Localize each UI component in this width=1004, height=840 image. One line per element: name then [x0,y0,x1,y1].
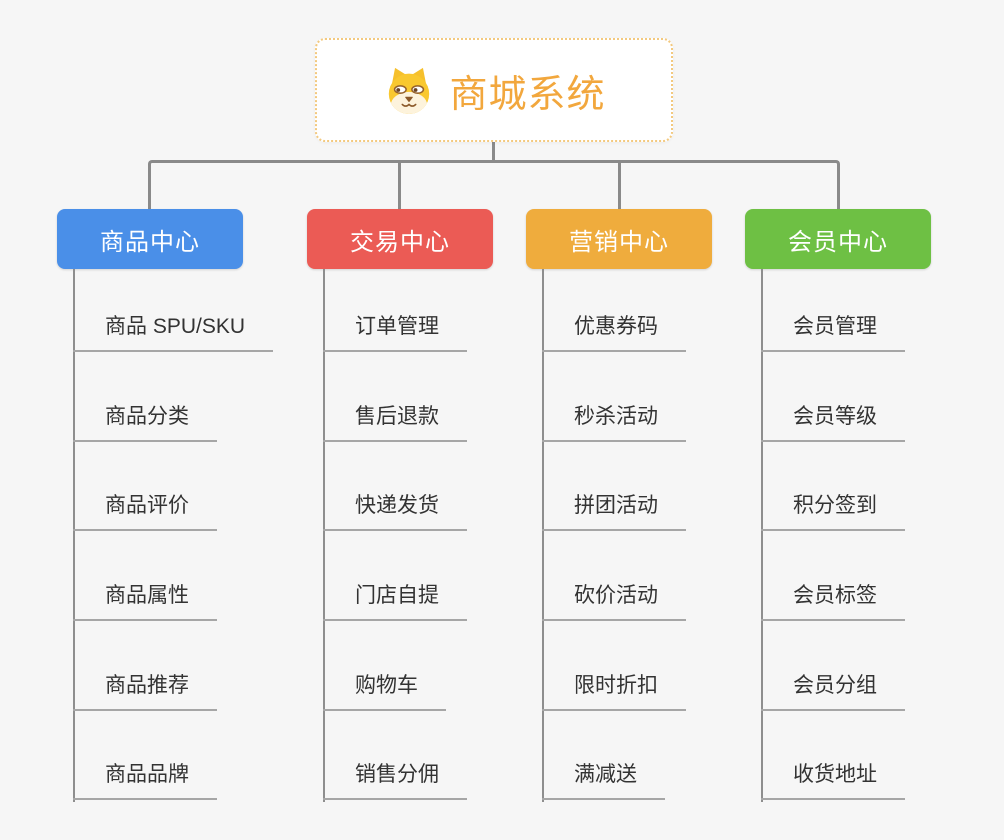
leaf-item[interactable]: 会员管理 [761,313,905,352]
leaf-item[interactable]: 拼团活动 [542,492,686,531]
branch-column-marketing-center: 优惠券码 秒杀活动 拼团活动 砍价活动 限时折扣 满减送 [526,269,776,804]
leaf-item[interactable]: 商品分类 [73,403,217,442]
leaf-item[interactable]: 秒杀活动 [542,403,686,442]
leaf-item[interactable]: 商品评价 [73,492,217,531]
leaf-item[interactable]: 砍价活动 [542,582,686,621]
leaf-item[interactable]: 优惠券码 [542,313,686,352]
branch-node-label: 交易中心 [350,228,450,256]
root-title: 商城系统 [449,73,606,116]
connector-branch-line [323,269,325,802]
connector-drop-trade [398,163,401,209]
branch-node-label: 商品中心 [100,228,200,256]
connector-drop-marketing [618,163,621,209]
leaf-item[interactable]: 会员等级 [761,403,905,442]
leaf-item[interactable]: 销售分佣 [323,761,467,800]
connector-trunk [148,160,840,209]
connector-branch-line [761,269,763,802]
leaf-item[interactable]: 限时折扣 [542,672,686,711]
leaf-item[interactable]: 积分签到 [761,492,905,531]
leaf-item[interactable]: 商品属性 [73,582,217,621]
leaf-item[interactable]: 商品品牌 [73,761,217,800]
branch-column-member-center: 会员管理 会员等级 积分签到 会员标签 会员分组 收货地址 [745,269,995,804]
leaf-item[interactable]: 快递发货 [323,492,467,531]
leaf-item[interactable]: 门店自提 [323,582,467,621]
leaf-item[interactable]: 商品 SPU/SKU [73,313,274,352]
branch-node-label: 会员中心 [788,228,888,256]
leaf-item[interactable]: 会员标签 [761,582,905,621]
branch-node-member-center[interactable]: 会员中心 [745,209,931,269]
connector-branch-line [73,269,75,802]
shiba-dog-icon [389,67,430,115]
leaf-item[interactable]: 收货地址 [761,761,905,800]
connector-root-stub [492,141,495,163]
leaf-item[interactable]: 售后退款 [323,403,467,442]
leaf-item[interactable]: 会员分组 [761,672,905,711]
leaf-item[interactable]: 购物车 [323,672,446,711]
branch-node-product-center[interactable]: 商品中心 [57,209,243,269]
branch-node-label: 营销中心 [569,228,669,256]
leaf-item[interactable]: 订单管理 [323,313,467,352]
leaf-item[interactable]: 商品推荐 [73,672,217,711]
branch-node-marketing-center[interactable]: 营销中心 [526,209,712,269]
branch-column-trade-center: 订单管理 售后退款 快递发货 门店自提 购物车 销售分佣 [307,269,557,804]
leaf-item[interactable]: 满减送 [542,761,665,800]
branch-node-trade-center[interactable]: 交易中心 [307,209,493,269]
connector-branch-line [542,269,544,802]
root-node[interactable]: 商城系统 [315,38,673,142]
branch-column-product-center: 商品 SPU/SKU 商品分类 商品评价 商品属性 商品推荐 商品品牌 [57,269,307,804]
